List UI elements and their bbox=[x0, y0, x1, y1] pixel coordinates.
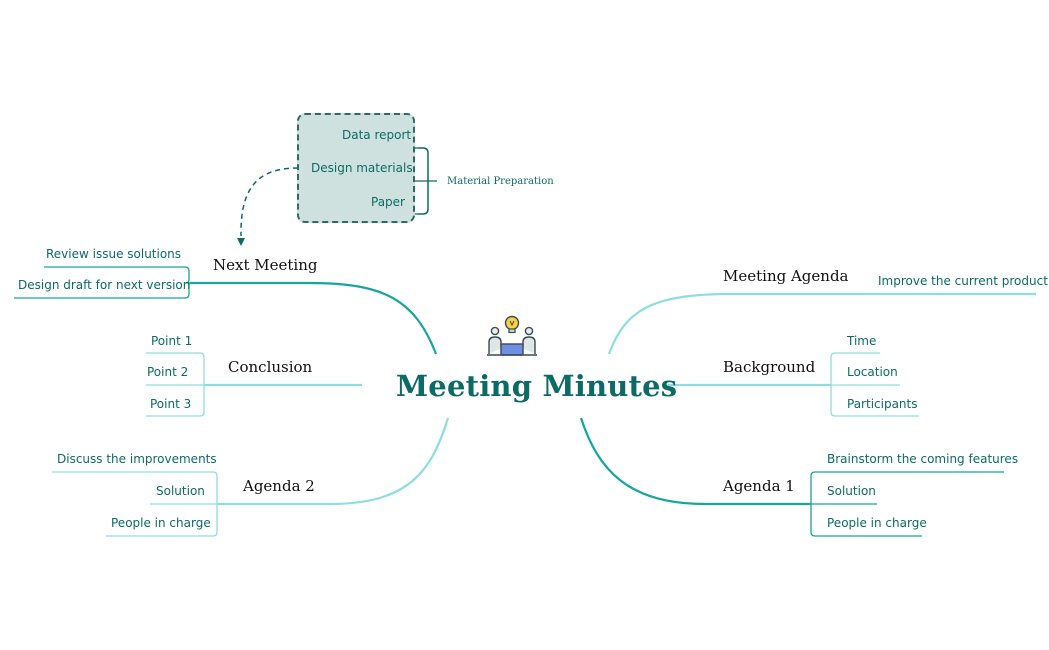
meeting-people-lightbulb-icon bbox=[487, 315, 537, 356]
bracket-material bbox=[418, 147, 429, 215]
leaf-design-materials[interactable]: Design materials bbox=[311, 161, 413, 175]
leaf-time[interactable]: Time bbox=[847, 334, 877, 348]
leaf-review-issue-solutions[interactable]: Review issue solutions bbox=[46, 247, 182, 261]
leaf-improve-current-product[interactable]: Improve the current product bbox=[878, 274, 1048, 288]
leaf-participants[interactable]: Participants bbox=[847, 397, 918, 411]
connector-meeting-agenda bbox=[607, 292, 1036, 355]
leaf-people-in-charge-left[interactable]: People in charge bbox=[111, 516, 211, 530]
material-preparation-box[interactable] bbox=[297, 113, 415, 223]
connector-next-meeting-children bbox=[44, 266, 190, 284]
branch-meeting-agenda[interactable]: Meeting Agenda bbox=[723, 267, 849, 285]
branch-next-meeting[interactable]: Next Meeting bbox=[213, 256, 318, 274]
connector-agenda2 bbox=[218, 417, 450, 506]
leaf-discuss-improvements[interactable]: Discuss the improvements bbox=[57, 452, 217, 466]
leaf-solution-right[interactable]: Solution bbox=[827, 484, 876, 498]
leaf-location[interactable]: Location bbox=[847, 365, 898, 379]
leaf-people-in-charge-right[interactable]: People in charge bbox=[827, 516, 927, 530]
connector-next-meeting-lower bbox=[184, 283, 190, 299]
branch-conclusion[interactable]: Conclusion bbox=[228, 358, 313, 376]
branch-agenda-1[interactable]: Agenda 1 bbox=[723, 477, 795, 495]
material-preparation-label[interactable]: Material Preparation bbox=[447, 176, 554, 187]
leaf-design-draft[interactable]: Design draft for next version bbox=[18, 278, 191, 292]
leaf-point-3[interactable]: Point 3 bbox=[150, 397, 192, 411]
leaf-point-1[interactable]: Point 1 bbox=[151, 334, 193, 348]
relationship-arrow bbox=[240, 167, 299, 237]
leaf-solution-left[interactable]: Solution bbox=[156, 484, 205, 498]
leaf-brainstorm-features[interactable]: Brainstorm the coming features bbox=[827, 452, 1019, 466]
arrowhead-icon bbox=[237, 238, 245, 246]
leaf-data-report[interactable]: Data report bbox=[342, 128, 412, 142]
branch-background[interactable]: Background bbox=[723, 358, 816, 376]
page-title: Meeting Minutes bbox=[396, 369, 678, 403]
connector-agenda1 bbox=[579, 417, 811, 506]
leaf-point-2[interactable]: Point 2 bbox=[147, 365, 189, 379]
leaf-paper[interactable]: Paper bbox=[371, 195, 405, 209]
branch-agenda-2[interactable]: Agenda 2 bbox=[243, 477, 315, 495]
connector-next-meeting bbox=[190, 281, 438, 355]
